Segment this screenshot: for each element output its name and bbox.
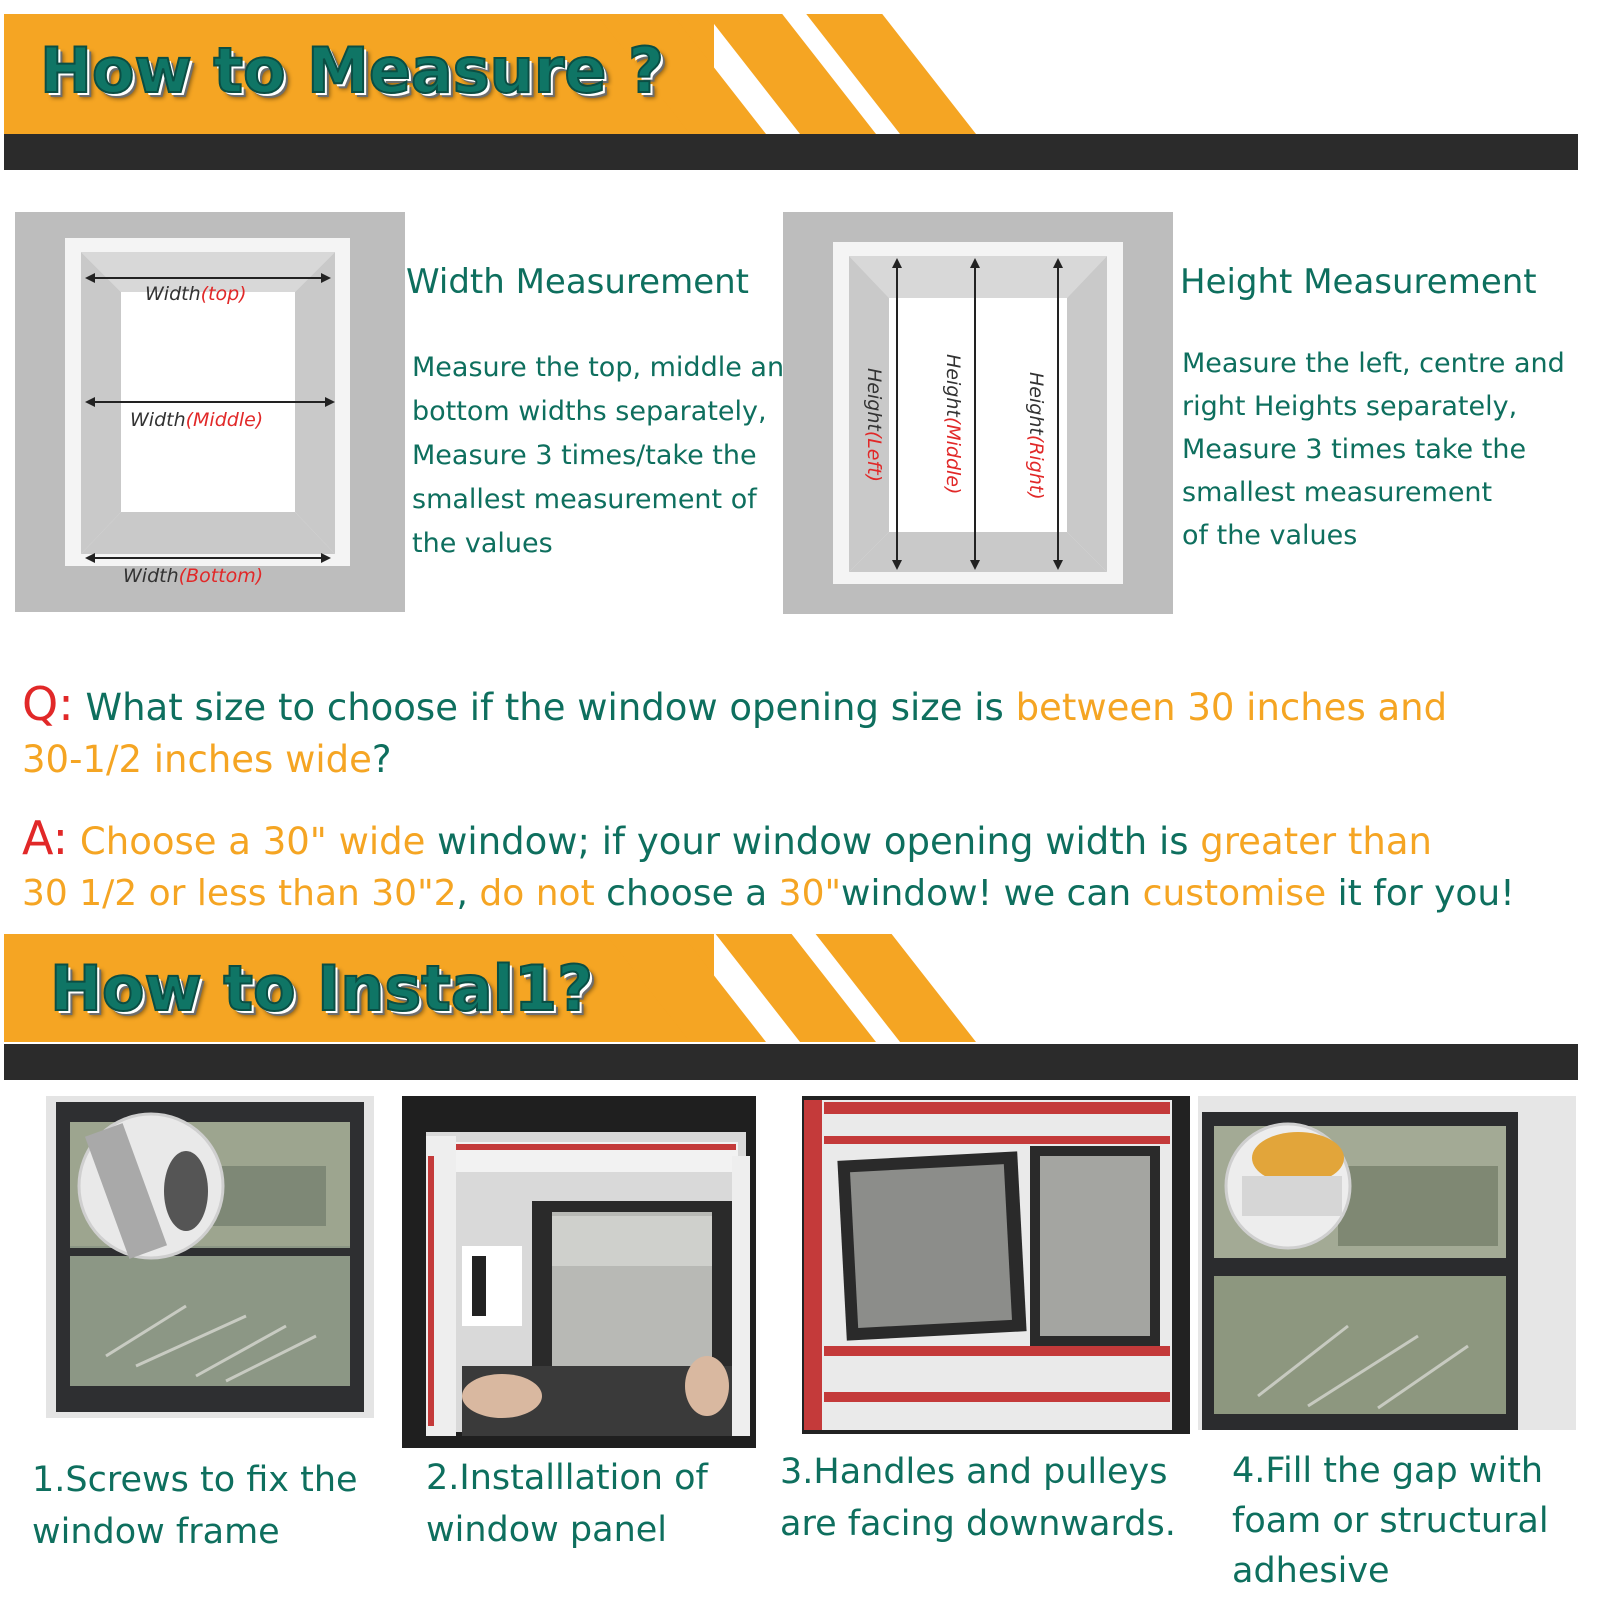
step-caption-line: 2.Installlation of	[426, 1458, 708, 1498]
answer-highlight: 30 1/2 or less than 30"2	[22, 873, 457, 914]
install-photo-4	[1198, 1096, 1576, 1430]
question-text: What size to choose if the window openin…	[73, 686, 1016, 729]
banner-dark-band	[4, 1044, 1578, 1080]
height-text-line: of the values	[1182, 520, 1358, 551]
measure-title: How to Measure ?	[39, 33, 665, 108]
width-text-line: Measure 3 times/take the	[412, 440, 757, 471]
height-text-line: Measure the left, centre and	[1182, 348, 1565, 379]
answer-highlight: do not	[479, 873, 595, 914]
install-title: How to Instal1?	[49, 951, 594, 1026]
width-text: Measure the top, middle and bottom width…	[412, 346, 801, 566]
step-caption-line: 1.Screws to fix the	[32, 1460, 358, 1500]
svg-text:Height(Middle): Height(Middle)	[942, 354, 964, 494]
height-middle-suffix: (Middle)	[942, 417, 964, 495]
answer-highlight: 30"	[778, 873, 842, 914]
width-top-suffix: (top)	[201, 283, 247, 305]
height-left-suffix: (Left)	[863, 431, 885, 482]
step-2-caption: 2.Installlation of window panel	[426, 1452, 708, 1556]
step-caption-line: adhesive	[1232, 1551, 1390, 1591]
banner-dark-band	[4, 134, 1578, 170]
width-text-line: smallest measurement of	[412, 484, 757, 515]
width-diagram: Width(top) Width(Middle) Width(Bottom)	[15, 212, 405, 612]
height-right-suffix: (Right)	[1025, 435, 1047, 500]
answer-text: ,	[456, 873, 480, 914]
answer-mark-label: A:	[22, 811, 69, 865]
step-caption-line: window panel	[426, 1510, 668, 1550]
svg-text:Width(top): Width(top)	[145, 283, 247, 305]
width-top-label: Width	[145, 283, 201, 305]
step-4-caption: 4.Fill the gap with foam or structural a…	[1232, 1446, 1549, 1596]
width-middle-suffix: (Middle)	[186, 409, 264, 431]
width-bottom-suffix: (Bottom)	[179, 565, 264, 587]
answer-text: window! we can	[841, 873, 1143, 914]
install-photo-2	[402, 1096, 756, 1448]
width-text-line: the values	[412, 528, 553, 559]
measure-banner: How to Measure ?	[0, 0, 1600, 170]
question-highlight: between 30 inches and	[1015, 686, 1448, 729]
answer-text: it for you!	[1326, 873, 1515, 914]
width-bottom-label: Width	[123, 565, 179, 587]
install-banner: How to Instal1?	[0, 922, 1600, 1080]
height-right-label: Height	[1025, 372, 1047, 436]
answer-text: choose a	[594, 873, 779, 914]
width-middle-label: Width	[130, 409, 186, 431]
banner-orange-block	[4, 934, 714, 1042]
step-caption-line: foam or structural	[1232, 1501, 1549, 1541]
step-caption-line: window frame	[32, 1512, 280, 1552]
height-heading: Height Measurement	[1180, 262, 1537, 302]
height-text-line: right Heights separately,	[1182, 391, 1518, 422]
answer-text: window; if your window opening width is	[425, 820, 1201, 863]
width-text-line: Measure the top, middle and	[412, 352, 802, 383]
height-text-line: smallest measurement	[1182, 477, 1493, 508]
answer-line-1: A: Choose a 30" wide window; if your win…	[22, 812, 1432, 868]
svg-text:Width(Bottom): Width(Bottom)	[123, 565, 263, 587]
install-photo-3	[802, 1096, 1190, 1434]
height-diagram: Height(Left) Height(Middle) Height(Right…	[783, 212, 1173, 614]
height-text-line: Measure 3 times take the	[1182, 434, 1527, 465]
question-line-1: Q: What size to choose if the window ope…	[22, 678, 1447, 734]
question-highlight: 30-1/2 inches wide	[22, 738, 372, 781]
svg-text:Height(Right): Height(Right)	[1025, 372, 1047, 500]
height-text: Measure the left, centre and right Heigh…	[1182, 342, 1565, 557]
svg-text:Width(Middle): Width(Middle)	[130, 409, 263, 431]
width-text-line: bottom widths separately,	[412, 396, 767, 427]
width-heading: Width Measurement	[406, 262, 750, 302]
answer-highlight: greater than	[1200, 820, 1432, 863]
answer-highlight: Choose a 30" wide	[68, 820, 426, 863]
step-caption-line: are facing downwards.	[780, 1504, 1176, 1544]
question-line-2: 30-1/2 inches wide?	[22, 734, 392, 786]
svg-text:Height(Left): Height(Left)	[863, 368, 885, 482]
banner-orange-block	[4, 14, 714, 134]
step-1-caption: 1.Screws to fix the window frame	[32, 1454, 358, 1558]
step-3-caption: 3.Handles and pulleys are facing downwar…	[780, 1446, 1176, 1550]
question-mark-label: Q:	[22, 677, 74, 731]
answer-line-2: 30 1/2 or less than 30"2, do not choose …	[22, 868, 1515, 920]
step-caption-line: 4.Fill the gap with	[1232, 1451, 1544, 1491]
question-text: ?	[371, 738, 392, 781]
height-middle-label: Height	[942, 354, 964, 418]
answer-highlight: customise	[1142, 873, 1327, 914]
height-left-label: Height	[863, 368, 885, 432]
install-photo-1	[46, 1096, 374, 1418]
step-caption-line: 3.Handles and pulleys	[780, 1452, 1168, 1492]
